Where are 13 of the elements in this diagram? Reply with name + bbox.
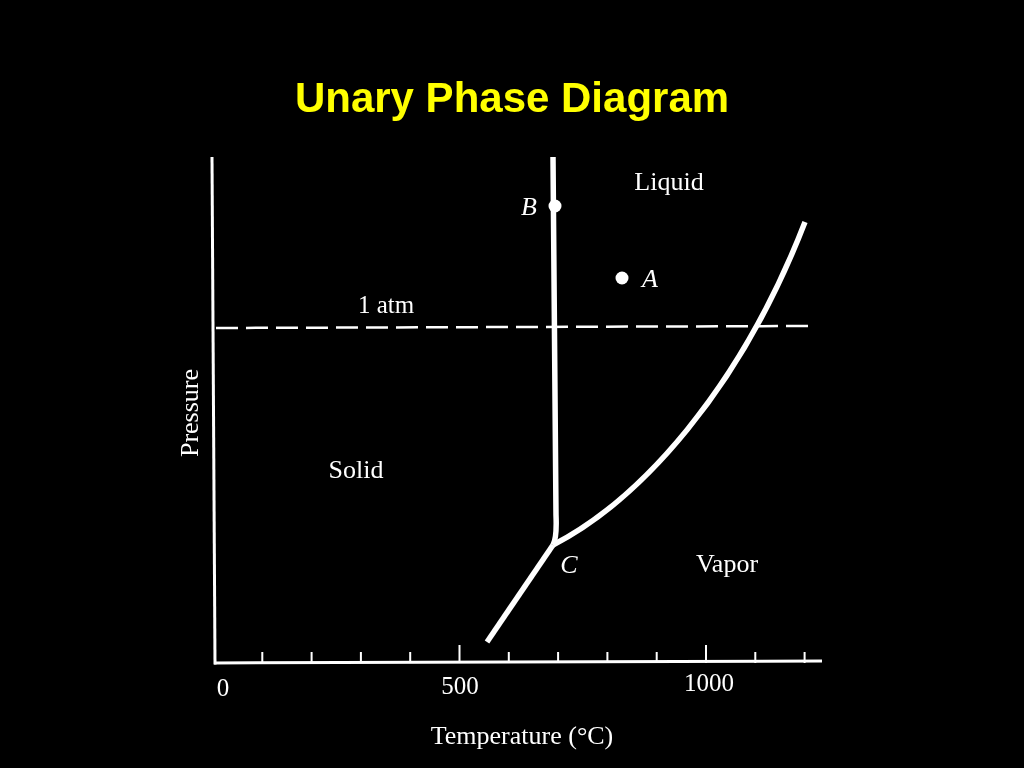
axis-title: Temperature (°C)	[430, 721, 614, 751]
point-label: B	[521, 192, 537, 222]
region-label: Liquid	[634, 167, 704, 197]
point-label: C	[560, 550, 578, 580]
title: Unary Phase Diagram	[294, 74, 730, 122]
tick-label: 0	[216, 674, 230, 702]
axis-title: Pressure	[175, 368, 205, 458]
tick-label: 1000	[684, 669, 734, 697]
point-label: A	[642, 264, 658, 294]
line-label: 1 atm	[357, 291, 415, 319]
tick-label: 500	[441, 672, 479, 700]
region-label: Solid	[328, 455, 384, 485]
region-label: Vapor	[695, 549, 759, 579]
